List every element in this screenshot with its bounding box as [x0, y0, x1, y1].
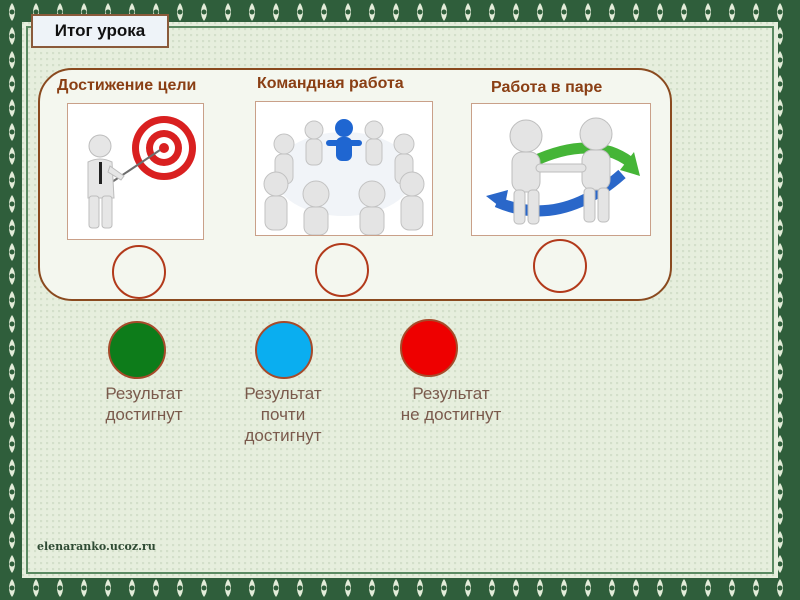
inner-border	[26, 26, 774, 574]
legend-line: почти	[260, 405, 306, 424]
legend-label-achieved: Результат достигнут	[92, 383, 196, 425]
rating-slot-teamwork[interactable]	[315, 243, 369, 297]
legend-dot-almost[interactable]	[255, 321, 313, 379]
legend-label-not-achieved: Результат не достигнут	[384, 383, 518, 425]
handshake-illustration	[471, 103, 651, 236]
site-watermark: elenaranko.ucoz.ru	[37, 540, 156, 553]
rating-slot-goal[interactable]	[112, 245, 166, 299]
column-title-pair: Работа в паре	[491, 79, 603, 96]
legend-line: не достигнут	[400, 405, 502, 424]
legend-dot-achieved[interactable]	[108, 321, 166, 379]
legend-line: Результат	[105, 384, 183, 403]
legend-label-almost: Результат почти достигнут	[228, 383, 338, 446]
rating-slot-pair[interactable]	[533, 239, 587, 293]
page-title: Итог урока	[31, 14, 169, 48]
legend-line: Результат	[412, 384, 490, 403]
column-title-goal: Достижение цели	[57, 77, 197, 94]
team-circle-illustration	[255, 101, 433, 236]
legend-dot-not-achieved[interactable]	[400, 319, 458, 377]
legend-line: достигнут	[105, 405, 183, 424]
legend-line: Результат	[244, 384, 322, 403]
legend-line: достигнут	[244, 426, 322, 445]
column-title-teamwork: Командная работа	[257, 75, 404, 92]
target-presentation-illustration	[67, 103, 204, 240]
